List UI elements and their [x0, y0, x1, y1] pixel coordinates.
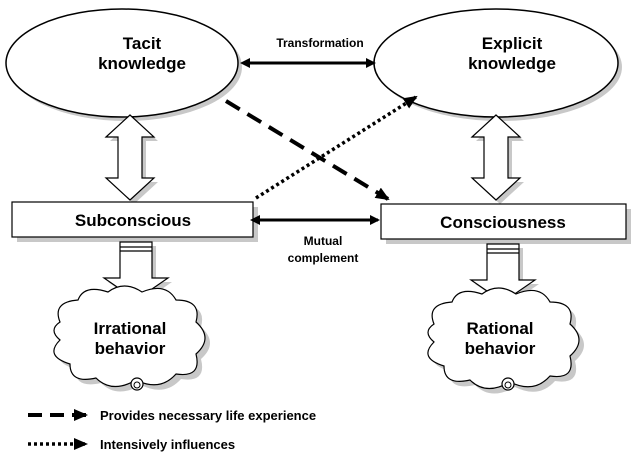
tacit-knowledge-node	[5, 8, 239, 118]
rational-label-line1: Rational	[466, 319, 533, 338]
tacit-label-line1: Tacit	[123, 34, 162, 53]
legend-dotted-label: Intensively influences	[100, 437, 235, 452]
subconscious-box	[11, 201, 254, 238]
consciousness-label: Consciousness	[440, 213, 566, 232]
irrational-label-line1: Irrational	[94, 319, 167, 338]
irrational-behavior-cloud	[53, 285, 211, 392]
explicit-consciousness-double-arrow	[470, 114, 524, 204]
tacit-label-line2: knowledge	[98, 54, 186, 73]
legend-dashed-label: Provides necessary life experience	[100, 408, 316, 423]
rational-label-line2: behavior	[465, 339, 536, 358]
rational-behavior-cloud	[427, 287, 584, 394]
irrational-label-line2: behavior	[95, 339, 166, 358]
mutual-label-line2: complement	[288, 251, 359, 265]
explicit-label-line1: Explicit	[482, 34, 543, 53]
dotted-arrow-subconscious-to-explicit	[255, 95, 418, 200]
transformation-label: Transformation	[276, 36, 363, 50]
explicit-label-line2: knowledge	[468, 54, 556, 73]
tacit-subconscious-double-arrow	[104, 114, 158, 204]
dashed-arrow-tacit-to-consciousness	[224, 99, 390, 201]
consciousness-box	[380, 203, 627, 240]
subconscious-label: Subconscious	[75, 211, 191, 230]
mutual-label-line1: Mutual	[304, 234, 343, 248]
